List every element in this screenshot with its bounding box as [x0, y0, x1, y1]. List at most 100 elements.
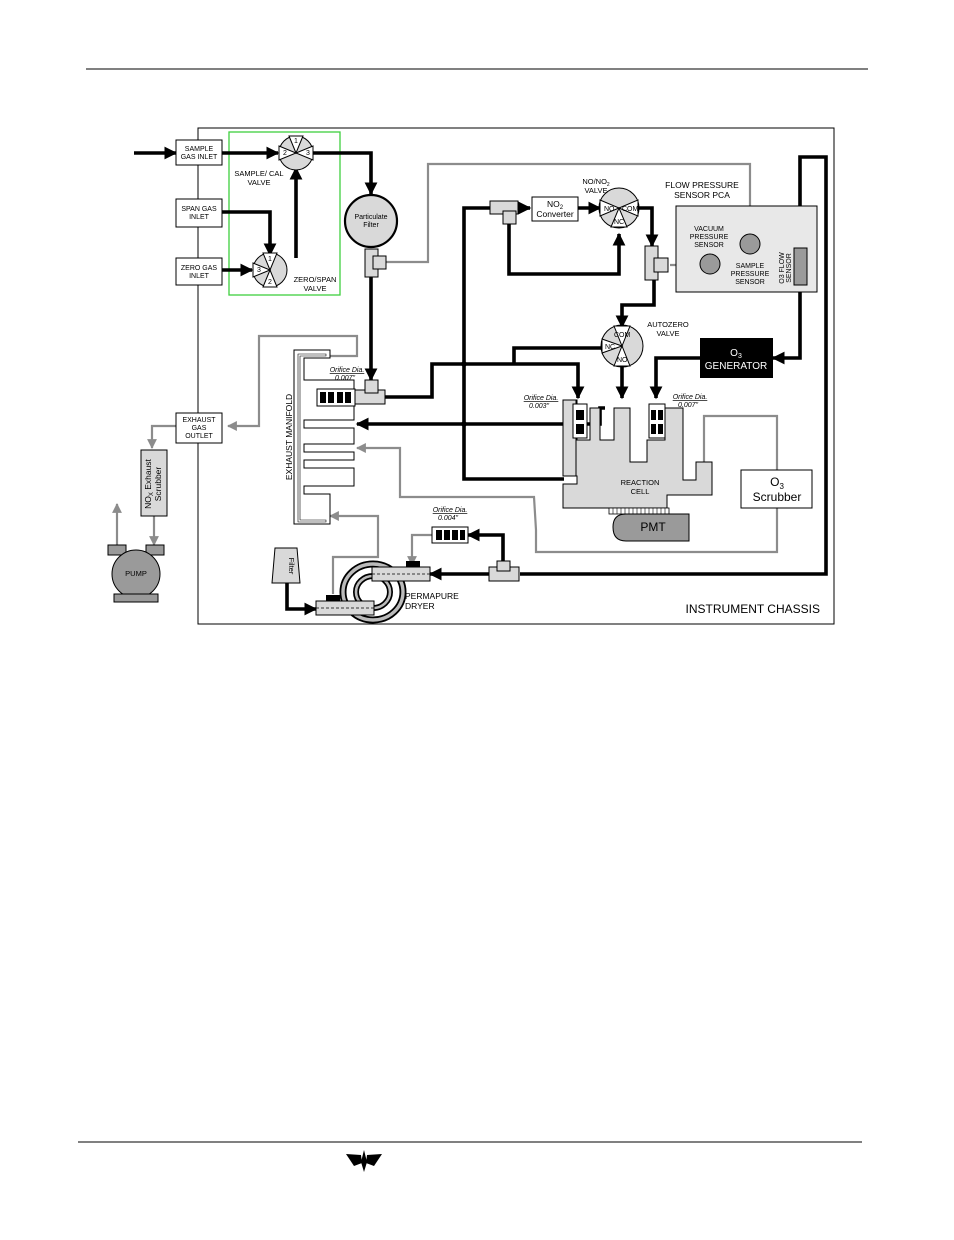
reaction-cell: REACTION CELL	[562, 399, 713, 509]
svg-text:2: 2	[268, 279, 272, 286]
svg-text:SENSOR PCA: SENSOR PCA	[674, 190, 730, 200]
svg-text:SENSOR: SENSOR	[735, 279, 765, 286]
svg-text:INLET: INLET	[189, 273, 210, 280]
svg-text:FLOW PRESSURE: FLOW PRESSURE	[665, 180, 739, 190]
zero-span-valve: 3 1 2 ZERO/SPAN VALVE	[252, 252, 337, 293]
svg-text:0.003": 0.003"	[529, 403, 550, 410]
svg-text:2: 2	[283, 150, 287, 157]
sample-gas-inlet: SAMPLE GAS INLET	[175, 139, 223, 166]
svg-text:Filter: Filter	[363, 222, 379, 229]
svg-text:NO2: NO2	[547, 199, 564, 211]
zero-gas-inlet: ZERO GAS INLET	[175, 257, 223, 286]
svg-text:Orifice Dia.: Orifice Dia.	[673, 394, 708, 401]
junction-dot	[461, 421, 467, 427]
manifold-tee	[354, 379, 386, 405]
svg-text:EXHAUST MANIFOLD: EXHAUST MANIFOLD	[284, 394, 294, 480]
span-gas-inlet: SPAN GAS INLET	[175, 198, 223, 228]
svg-text:NC: NC	[605, 344, 615, 351]
svg-text:3: 3	[257, 267, 261, 274]
svg-text:ZERO GAS: ZERO GAS	[181, 265, 218, 272]
junction-dot	[461, 361, 467, 367]
vacuum-pressure-sensor	[699, 253, 721, 275]
svg-text:Converter: Converter	[536, 209, 573, 219]
svg-text:Filter: Filter	[287, 558, 296, 575]
no-nox-valve: NO COM NC NO/NO2 VALVE	[582, 177, 640, 229]
svg-text:Orifice Dia.: Orifice Dia.	[433, 507, 468, 514]
svg-text:1: 1	[294, 138, 298, 145]
exhaust-gas-outlet: EXHAUST GAS OUTLET	[175, 412, 223, 444]
svg-text:O3 FLOW: O3 FLOW	[779, 252, 786, 284]
svg-text:Scrubber: Scrubber	[753, 490, 802, 504]
zero-span-valve-label: ZERO/SPAN	[294, 275, 337, 284]
svg-text:OUTLET: OUTLET	[185, 433, 213, 440]
sample-cal-valve-label: SAMPLE/ CAL	[234, 169, 283, 178]
pump: PUMP	[107, 544, 165, 603]
svg-text:O3: O3	[770, 475, 784, 491]
svg-text:PMT: PMT	[640, 520, 666, 534]
svg-text:VALVE: VALVE	[656, 329, 679, 338]
svg-text:SAMPLE: SAMPLE	[736, 263, 765, 270]
o3-scrubber: O3 Scrubber	[740, 469, 813, 509]
pmt: PMT	[608, 507, 690, 542]
svg-text:NO: NO	[604, 206, 615, 213]
sample-cal-valve: 2 1 3 SAMPLE/ CAL VALVE	[234, 135, 314, 187]
svg-text:COM: COM	[614, 332, 631, 339]
no2-converter: NO2 Converter	[531, 196, 579, 222]
svg-text:0.007": 0.007"	[335, 375, 356, 382]
svg-text:SENSOR: SENSOR	[786, 253, 793, 283]
svg-text:CELL: CELL	[631, 487, 650, 496]
pca-tee	[644, 245, 669, 281]
svg-text:PRESSURE: PRESSURE	[690, 234, 729, 241]
svg-text:GAS INLET: GAS INLET	[181, 154, 218, 161]
svg-text:O3: O3	[730, 348, 742, 360]
no-nox-valve-label: NO/NO2	[582, 177, 610, 188]
svg-text:PERMAPURE: PERMAPURE	[405, 591, 459, 601]
orifice-dryer	[431, 526, 469, 544]
svg-text:VALVE: VALVE	[247, 178, 270, 187]
svg-text:NOX Exhaust: NOX Exhaust	[143, 458, 155, 508]
svg-text:NO: NO	[617, 357, 628, 364]
svg-text:SENSOR: SENSOR	[694, 242, 724, 249]
permapure-dryer: PERMAPURE DRYER	[315, 560, 459, 624]
inlet-filter: Filter	[271, 547, 301, 584]
svg-text:DRYER: DRYER	[405, 601, 435, 611]
svg-text:EXHAUST: EXHAUST	[182, 417, 216, 424]
svg-text:VALVE: VALVE	[584, 186, 607, 195]
svg-text:1: 1	[268, 256, 272, 263]
svg-text:COM: COM	[622, 206, 639, 213]
svg-text:Orifice Dia.: Orifice Dia.	[524, 395, 559, 402]
svg-text:0.004": 0.004"	[438, 515, 459, 522]
svg-text:GAS: GAS	[192, 425, 207, 432]
svg-text:VACUUM: VACUUM	[694, 226, 724, 233]
svg-text:REACTION: REACTION	[621, 478, 660, 487]
svg-text:3: 3	[306, 150, 310, 157]
svg-text:SAMPLE: SAMPLE	[185, 146, 214, 153]
company-logo	[346, 1150, 382, 1172]
instrument-chassis	[197, 127, 835, 625]
orifice-label-cell-left: Orifice Dia. 0.003"	[524, 395, 559, 410]
filter-tee	[364, 248, 387, 278]
svg-text:Orifice Dia.: Orifice Dia.	[330, 367, 365, 374]
svg-text:NC: NC	[614, 219, 624, 226]
autozero-valve-label: AUTOZERO	[647, 320, 689, 329]
nox-exhaust-scrubber: NOX Exhaust Scrubber	[140, 449, 168, 517]
svg-text:VALVE: VALVE	[303, 284, 326, 293]
svg-text:GENERATOR: GENERATOR	[705, 361, 767, 372]
sample-pressure-sensor	[739, 233, 761, 255]
gray-tubing	[112, 162, 779, 594]
svg-text:Scrubber: Scrubber	[153, 467, 163, 502]
svg-text:PRESSURE: PRESSURE	[731, 271, 770, 278]
flow-pressure-sensor-pca: FLOW PRESSURE SENSOR PCA VACUUM PRESSURE…	[665, 180, 818, 293]
o3-generator: O3 GENERATOR	[700, 338, 773, 378]
svg-text:PUMP: PUMP	[125, 569, 147, 578]
svg-text:Particulate: Particulate	[354, 214, 387, 221]
svg-text:SPAN GAS: SPAN GAS	[181, 206, 217, 213]
orifice-label-manifold: Orifice Dia. 0.007"	[330, 367, 365, 382]
nono2-tee	[489, 200, 519, 225]
orifice-label-dryer: Orifice Dia. 0.004"	[433, 507, 468, 522]
autozero-valve: COM NC NO AUTOZERO VALVE	[600, 320, 689, 368]
dryer-tee	[488, 560, 520, 582]
svg-text:0.007": 0.007"	[678, 402, 699, 409]
